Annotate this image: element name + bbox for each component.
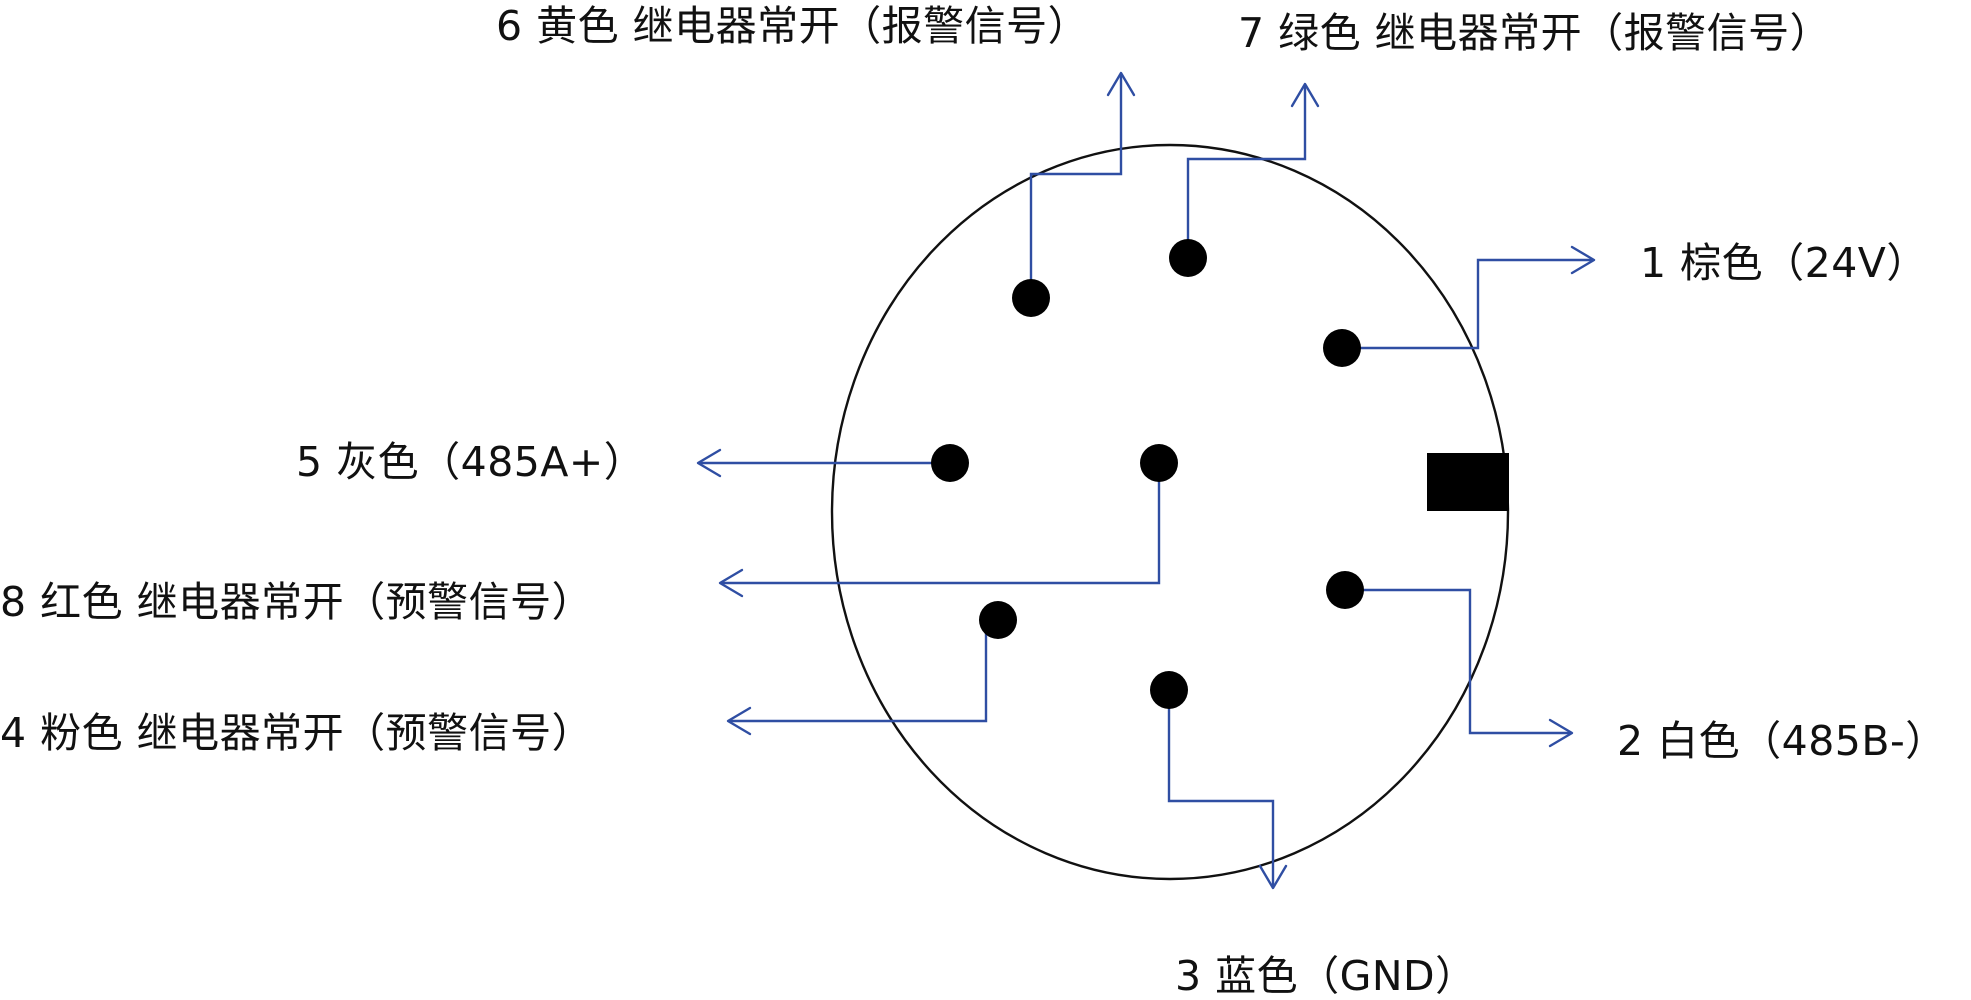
wire-pin-4 bbox=[728, 618, 999, 723]
wires bbox=[696, 71, 1596, 890]
pin-7-dot bbox=[1169, 239, 1207, 277]
connector-outline bbox=[830, 143, 1510, 881]
wire-pin-8 bbox=[720, 463, 1161, 585]
pin-1-label: 1 棕色（24V） bbox=[1640, 239, 1928, 287]
pin-3-label: 3 蓝色（GND） bbox=[1175, 952, 1477, 1000]
arrowhead-pin-5 bbox=[696, 448, 722, 478]
arrowhead-pin-6 bbox=[1106, 71, 1136, 97]
arrowhead-pin-1 bbox=[1570, 245, 1596, 275]
pin-4-dot bbox=[979, 601, 1017, 639]
pin-5-label: 5 灰色（485A+） bbox=[296, 438, 646, 486]
wire-pin-3 bbox=[1167, 690, 1275, 888]
arrowhead-pin-7 bbox=[1290, 82, 1320, 108]
pin-4-label: 4 粉色 继电器常开（预警信号） bbox=[0, 709, 594, 757]
connector-key bbox=[1427, 453, 1509, 511]
pins bbox=[931, 239, 1364, 709]
wire-pin-6 bbox=[1029, 73, 1123, 297]
pin-7-label: 7 绿色 继电器常开（报警信号） bbox=[1238, 9, 1832, 57]
arrowhead-pin-4 bbox=[726, 706, 752, 736]
pin-3-dot bbox=[1150, 671, 1188, 709]
pin-6-dot bbox=[1012, 279, 1050, 317]
pin-2-label: 2 白色（485B-） bbox=[1617, 717, 1947, 765]
wire-pin-1 bbox=[1342, 258, 1594, 350]
pin-1-dot bbox=[1323, 329, 1361, 367]
wire-pin-2 bbox=[1345, 588, 1572, 735]
arrowhead-pin-2 bbox=[1548, 718, 1574, 748]
pin-5-dot bbox=[931, 444, 969, 482]
pin-6-label: 6 黄色 继电器常开（报警信号） bbox=[496, 2, 1090, 50]
arrowhead-pin-8 bbox=[718, 568, 744, 598]
pin-8-label: 8 红色 继电器常开（预警信号） bbox=[0, 578, 594, 626]
pin-2-dot bbox=[1326, 571, 1364, 609]
wire-pin-7 bbox=[1186, 84, 1307, 257]
pin-8-dot bbox=[1140, 444, 1178, 482]
arrowhead-pin-3 bbox=[1258, 864, 1288, 890]
